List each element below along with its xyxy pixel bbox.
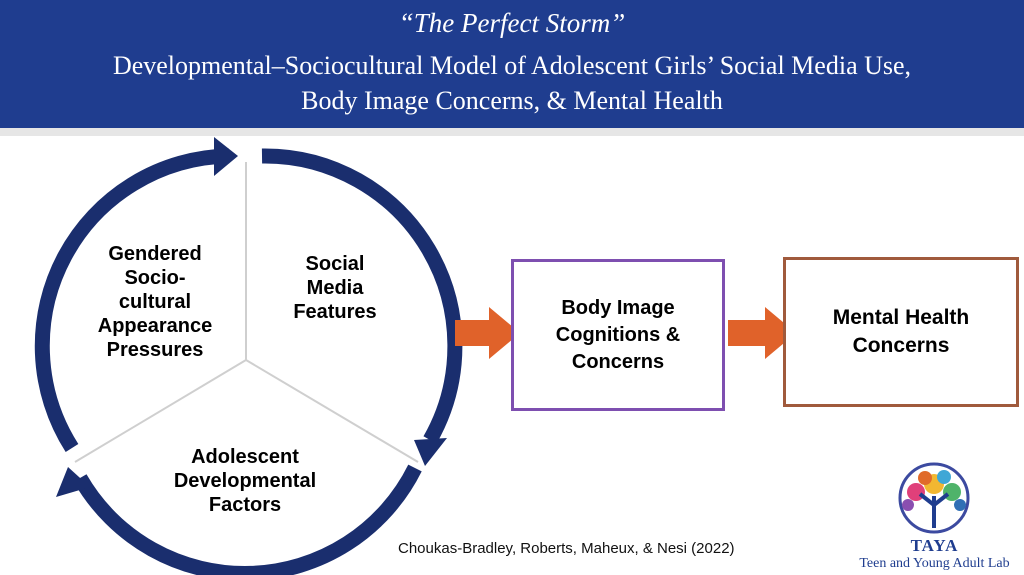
segment-left-line: Gendered [108,243,202,265]
mental-health-line: Mental Health [832,306,970,329]
connector-arrow-1 [455,307,520,359]
body-image-line: Concerns [571,350,665,373]
cycle-arc-right [261,148,463,444]
cycle-arc-bottom [73,464,422,575]
arrowhead-bottom-left [56,467,90,497]
cycle-arc-left [34,148,230,453]
segment-left-line: Socio- [124,267,186,289]
logo-subtitle: Teen and Young Adult Lab [859,556,1010,571]
divider [0,128,1024,136]
segment-bottom-line: Factors [208,494,282,516]
segment-bottom-line: Developmental [173,470,317,492]
arrowhead-right [414,438,447,466]
segment-bottom-line: Adolescent [191,446,299,468]
title-italic: “The Perfect Storm” [398,8,626,38]
segment-social-media-features: Social Media Features [270,252,400,324]
segment-adolescent-developmental: Adolescent Developmental Factors [145,445,345,517]
segment-right-line: Social [305,253,365,275]
segment-left-line: Pressures [106,339,204,361]
taya-logo: TAYA Teen and Young Adult Lab [845,460,1024,575]
connector-arrow-2 [728,307,796,359]
title-line-3: Body Image Concerns, & Mental Health [301,86,723,115]
separator-left [74,359,247,463]
separator-right [245,359,419,463]
body-image-line: Cognitions & [555,323,681,346]
title-line-2: Developmental–Sociocultural Model of Ado… [112,51,912,80]
taya-tree-logo [898,462,970,534]
segment-right-line: Media [306,277,364,299]
mental-health-box: Mental Health Concerns [783,257,1019,407]
segment-left-line: Appearance [97,315,213,337]
segment-right-line: Features [293,301,377,323]
mental-health-line: Concerns [852,334,950,357]
citation: Choukas-Bradley, Roberts, Maheux, & Nesi… [398,540,735,557]
body-image-line: Body Image [561,296,675,319]
segment-left-line: cultural [118,291,192,313]
logo-name: TAYA [910,536,959,555]
title-banner: “The Perfect Storm” Developmental–Socioc… [0,0,1024,128]
segment-gendered-sociocultural: Gendered Socio- cultural Appearance Pres… [80,242,230,362]
body-image-box: Body Image Cognitions & Concerns [511,259,725,411]
arrowhead-top [214,137,238,176]
